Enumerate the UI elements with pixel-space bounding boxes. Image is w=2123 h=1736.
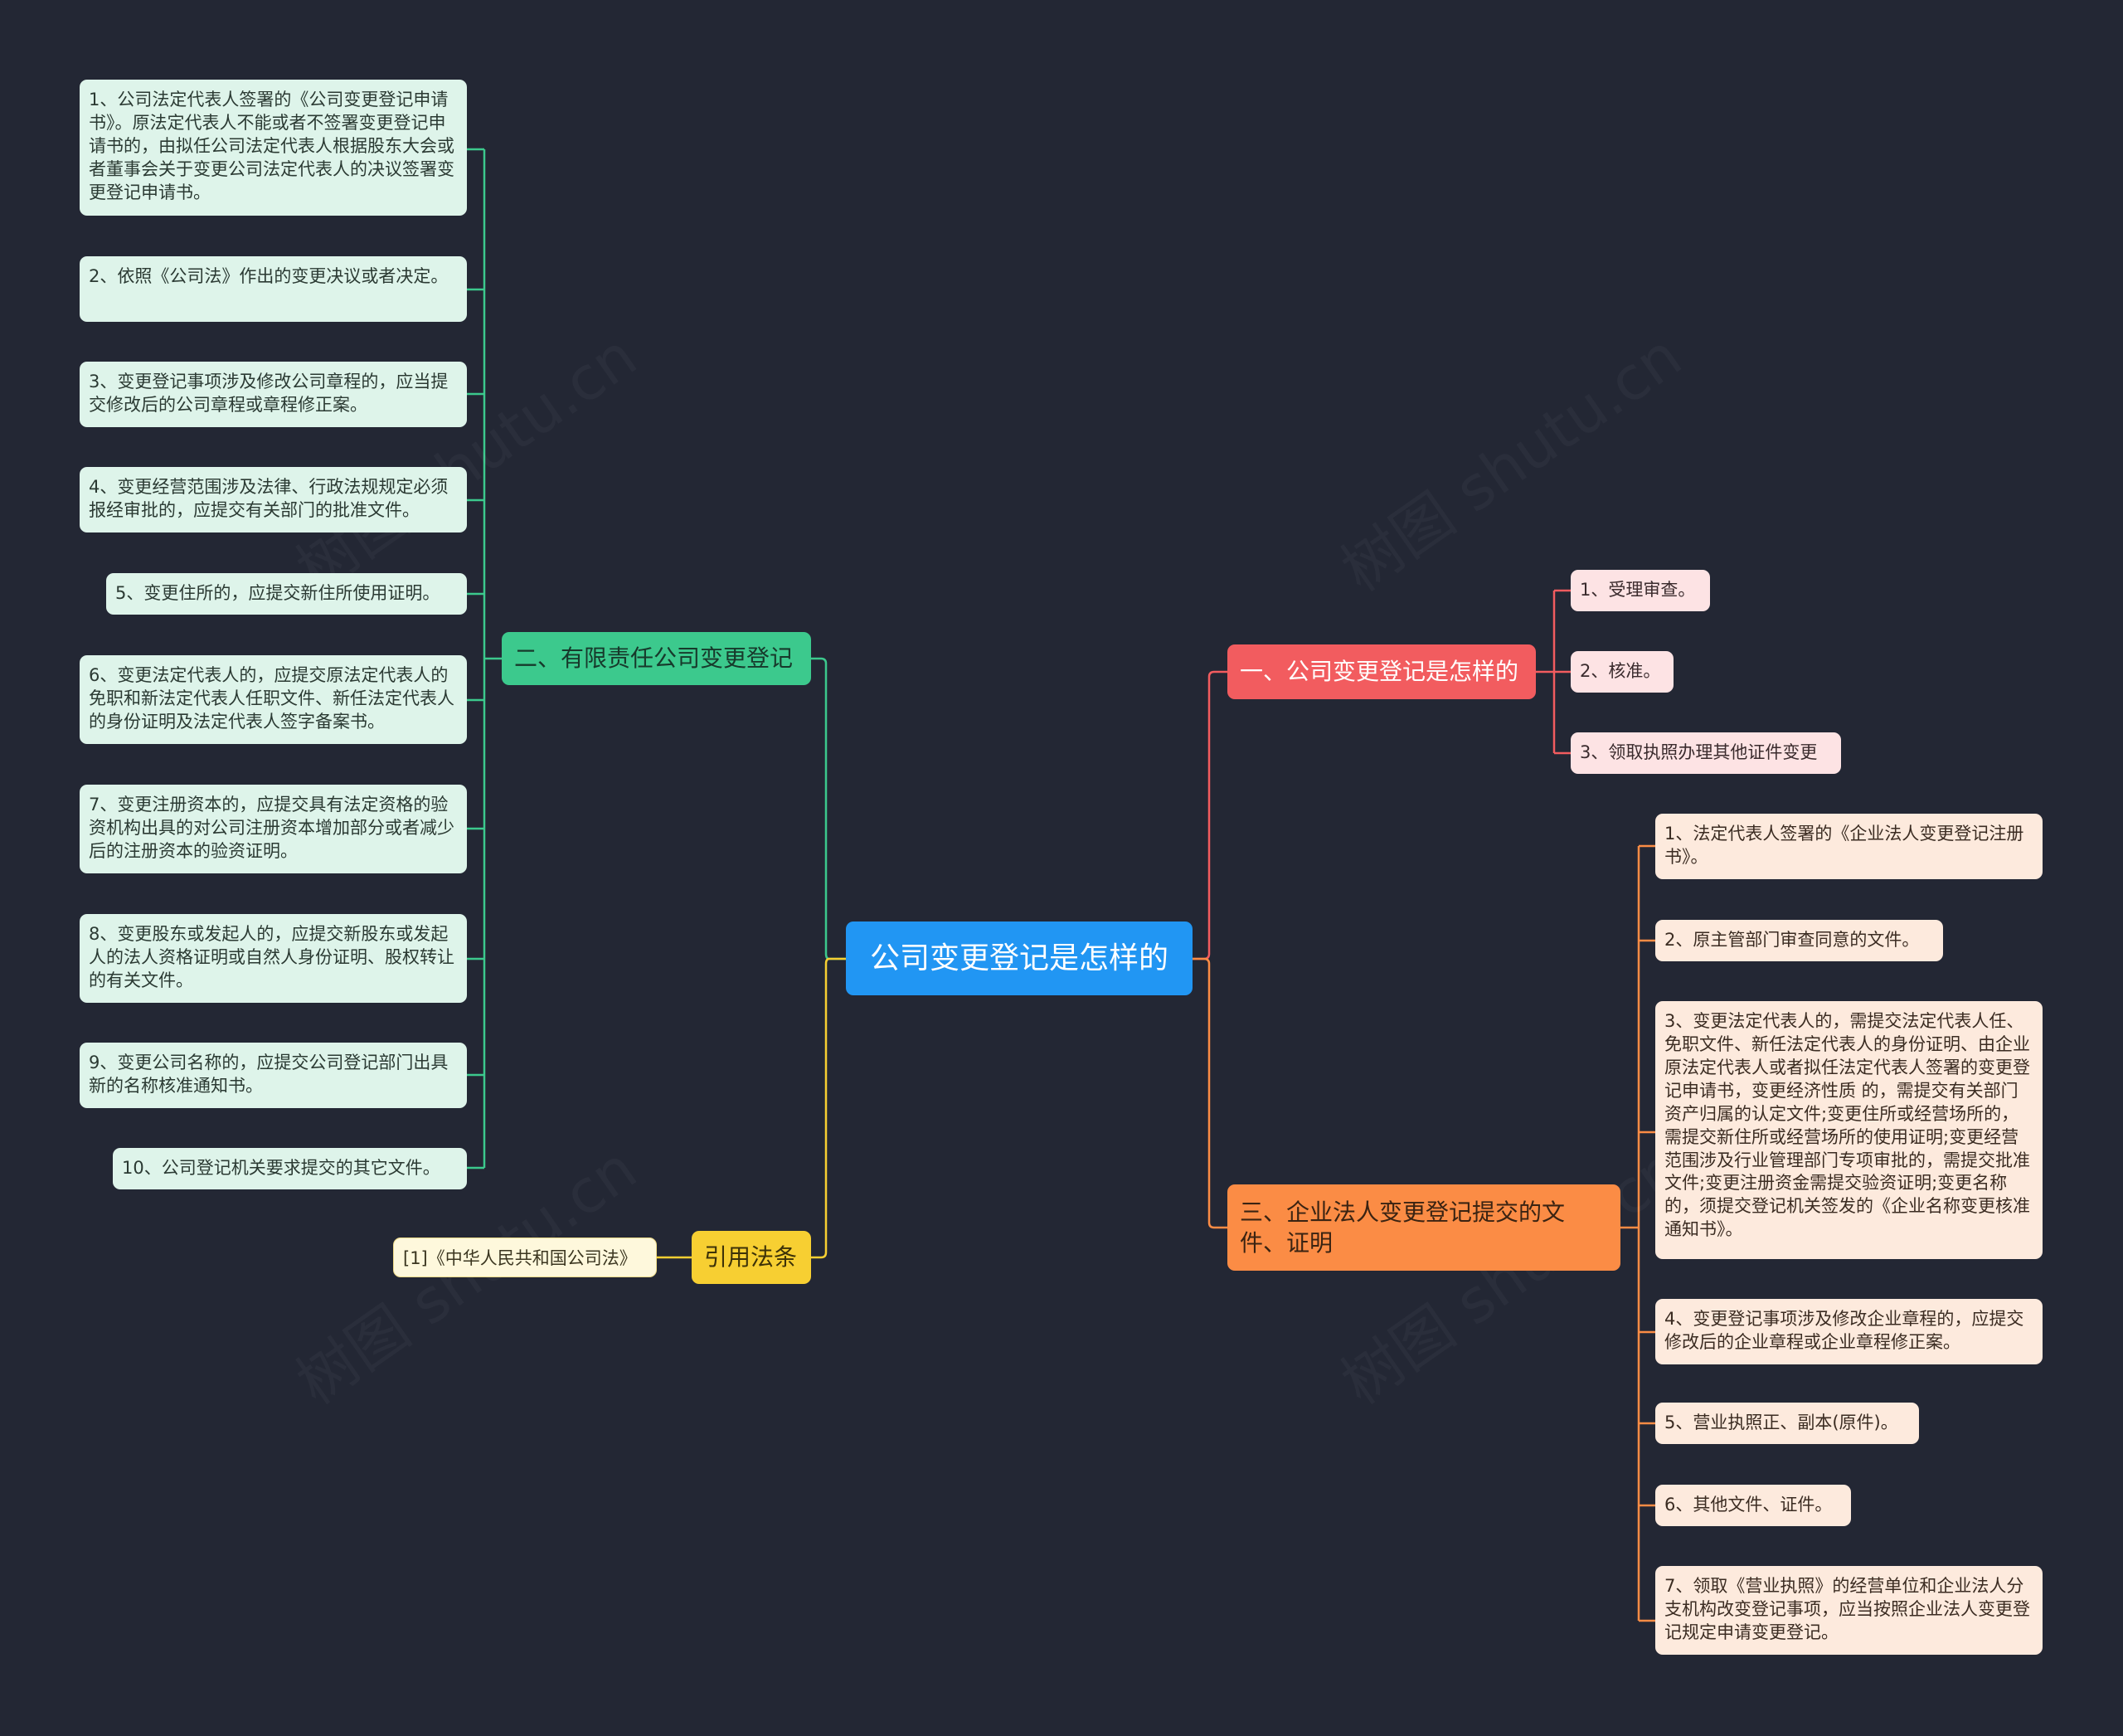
list-item[interactable]: 1、法定代表人签署的《企业法人变更登记注册书》。 (1655, 814, 2043, 879)
list-item[interactable]: 10、公司登记机关要求提交的其它文件。 (113, 1148, 467, 1189)
list-item[interactable]: 2、核准。 (1571, 651, 1674, 693)
list-item[interactable]: 7、领取《营业执照》的经营单位和企业法人分支机构改变登记事项，应当按照企业法人变… (1655, 1566, 2043, 1655)
list-item[interactable]: 1、受理审查。 (1571, 570, 1710, 611)
list-item[interactable]: 8、变更股东或发起人的，应提交新股东或发起人的法人资格证明或自然人身份证明、股权… (80, 914, 467, 1003)
branch-citation[interactable]: 引用法条 (692, 1231, 811, 1284)
list-item[interactable]: 3、变更法定代表人的，需提交法定代表人任、免职文件、新任法定代表人的身份证明、由… (1655, 1001, 2043, 1259)
branch-how[interactable]: 一、公司变更登记是怎样的 (1227, 644, 1536, 699)
list-item[interactable]: 5、营业执照正、副本(原件)。 (1655, 1403, 1919, 1444)
root-topic[interactable]: 公司变更登记是怎样的 (846, 921, 1193, 995)
list-item[interactable]: 3、领取执照办理其他证件变更 (1571, 732, 1841, 774)
list-item[interactable]: 6、变更法定代表人的，应提交原法定代表人的免职和新法定代表人任职文件、新任法定代… (80, 655, 467, 744)
list-item[interactable]: 7、变更注册资本的，应提交具有法定资格的验资机构出具的对公司注册资本增加部分或者… (80, 785, 467, 873)
list-item[interactable]: 3、变更登记事项涉及修改公司章程的，应当提交修改后的公司章程或章程修正案。 (80, 362, 467, 427)
branch-limited-company[interactable]: 二、有限责任公司变更登记 (502, 632, 811, 685)
connector-root-green (811, 657, 846, 960)
list-item[interactable]: 5、变更住所的，应提交新住所使用证明。 (106, 573, 467, 615)
branch-enterprise[interactable]: 三、企业法人变更登记提交的文件、证明 (1227, 1184, 1620, 1271)
connector-root-orange (1193, 957, 1227, 1229)
list-item[interactable]: 9、变更公司名称的，应提交公司登记部门出具新的名称核准通知书。 (80, 1043, 467, 1108)
list-item[interactable]: 2、原主管部门审查同意的文件。 (1655, 920, 1943, 961)
list-item[interactable]: 1、公司法定代表人签署的《公司变更登记申请书》。原法定代表人不能或者不签署变更登… (80, 80, 467, 216)
list-item[interactable]: 6、其他文件、证件。 (1655, 1485, 1851, 1526)
list-item[interactable]: 4、变更经营范围涉及法律、行政法规规定必须报经审批的，应提交有关部门的批准文件。 (80, 467, 467, 532)
connector-root-yellow (811, 957, 846, 1259)
list-item[interactable]: 2、依照《公司法》作出的变更决议或者决定。 (80, 256, 467, 322)
citation-item[interactable]: [1]《中华人民共和国公司法》 (393, 1238, 657, 1277)
connector-root-red (1193, 670, 1227, 960)
list-item[interactable]: 4、变更登记事项涉及修改企业章程的，应提交修改后的企业章程或企业章程修正案。 (1655, 1299, 2043, 1364)
